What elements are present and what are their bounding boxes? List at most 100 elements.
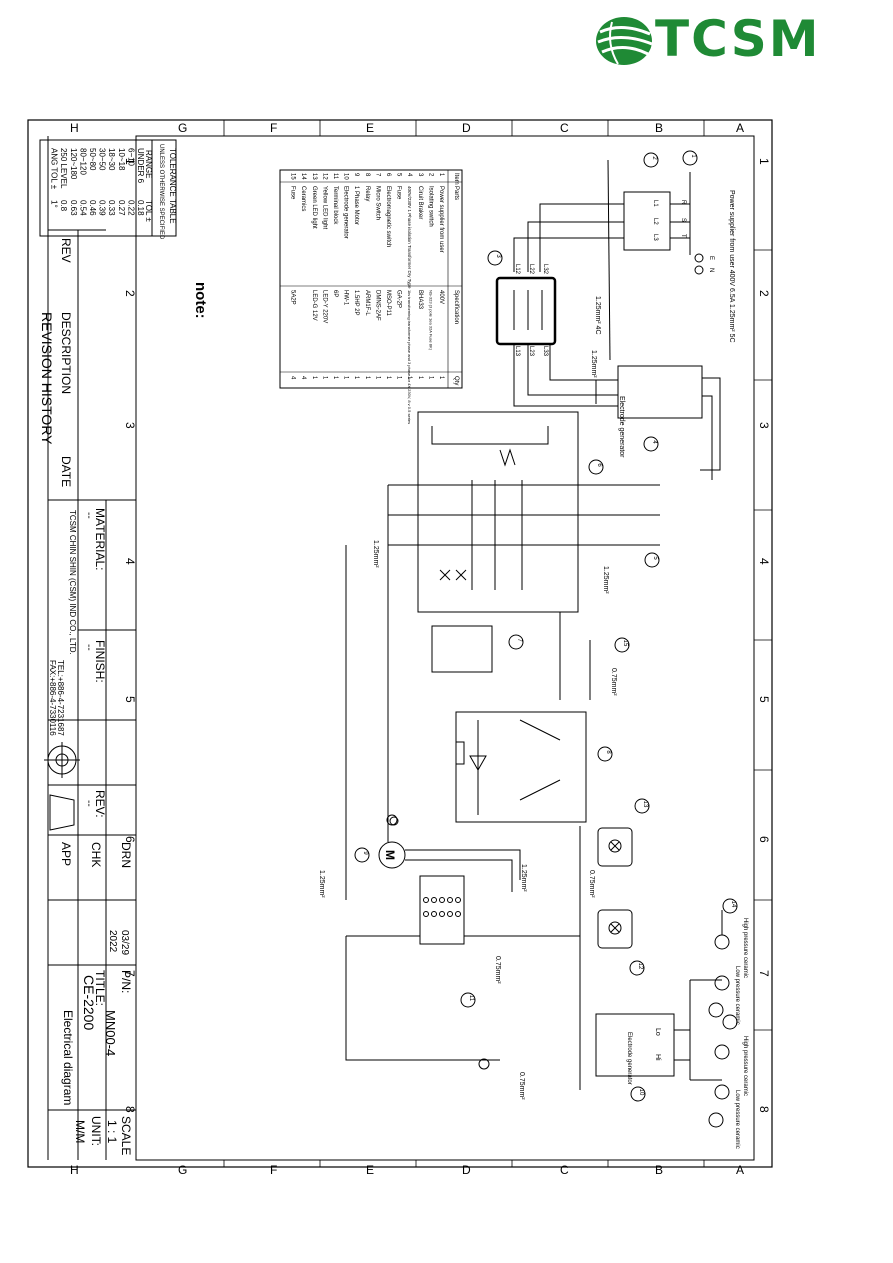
wire-label-4c: 1.25mm² 4C: [594, 296, 601, 335]
pn-label: P/N:: [119, 970, 133, 993]
revision-history-label: REVISION HISTORY: [39, 312, 55, 445]
callout-9: [354, 847, 370, 863]
relay: [455, 711, 587, 823]
zone-number: 6: [757, 836, 771, 843]
company-name: TCSM CHIN SHIN (CSM) IND CO., LTD.: [68, 510, 77, 655]
zone-number: 8: [757, 1106, 771, 1113]
zone-number: 1: [123, 158, 137, 165]
isolator-l2: L2: [652, 218, 658, 225]
zone-letter: D: [462, 121, 471, 135]
parts-cell: 9: [353, 173, 359, 177]
callout-label-9: 9: [362, 851, 368, 855]
parts-cell: 7: [374, 173, 380, 177]
callout-14: [722, 898, 738, 914]
parts-cell: Electrode generator: [343, 186, 349, 239]
zone-number: 7: [123, 970, 137, 977]
zone-number: 3: [757, 422, 771, 429]
isolator-l3: L3: [652, 234, 658, 241]
parts-cell: Ciruit Braker: [417, 186, 423, 219]
parts-cell: 1: [374, 376, 380, 380]
parts-cell: 1: [438, 173, 444, 177]
parts-header: Specification: [453, 290, 459, 324]
callout-label-1: 1: [690, 154, 696, 158]
parts-cell: 5A2P: [290, 290, 296, 305]
parts-cell: 1: [311, 376, 317, 380]
callout-12: [629, 960, 645, 976]
tolerance-range: 80~120: [78, 148, 87, 175]
parts-cell: NS-323 (3 pole 1ea 32A Fuse 8K): [428, 290, 433, 351]
zone-letter: H: [70, 121, 79, 135]
parts-cell: 14: [300, 173, 306, 180]
parts-cell: 8: [364, 173, 370, 177]
tcsm-logo: [596, 17, 653, 65]
parts-cell: ARM1F-L: [364, 290, 370, 316]
callout-label-6: 6: [596, 463, 602, 467]
material-label: MATERIAL:: [93, 508, 107, 570]
parts-cell: DMNS-2AF: [374, 290, 380, 321]
tolerance-value: 0.22: [126, 200, 135, 216]
parts-cell: 4: [300, 376, 306, 380]
parts-cell: 11: [332, 173, 338, 180]
rev-label: REV:: [93, 790, 107, 818]
parts-cell: LED-Y 220V: [321, 290, 327, 323]
callout-5: [644, 552, 660, 568]
drawing-frame: [135, 135, 755, 1161]
parts-cell: 6: [385, 173, 391, 177]
parts-cell: Ceramics: [300, 186, 306, 211]
callout-4: [643, 436, 659, 452]
callout-label-13: 13: [642, 801, 648, 808]
parts-cell: BHA33: [417, 290, 423, 310]
parts-cell: 1: [385, 376, 391, 380]
breaker-in: L12: [514, 264, 520, 275]
parts-cell: 2: [427, 173, 433, 177]
callout-8: [597, 746, 613, 762]
green-led: [597, 827, 633, 867]
parts-cell: 1: [427, 376, 433, 380]
zone-letter: H: [70, 1163, 79, 1177]
projection-symbol-icon: [44, 742, 80, 831]
tolerance-range: 18~30: [107, 148, 116, 171]
zone-letter: B: [655, 1163, 663, 1177]
tolerance-range: ANG TOL ±: [50, 148, 59, 190]
wire-label: 1.25mm²: [318, 870, 325, 898]
zone-numbers-right: 1 2 3 4 5 6 7 8: [757, 158, 771, 1113]
tolerance-value: 0.33: [107, 200, 116, 216]
zone-letter: C: [560, 121, 569, 135]
terminal-s: S: [680, 218, 686, 222]
zone-number: 3: [123, 422, 137, 429]
title-label: TITLE:: [93, 970, 107, 1006]
tolerance-range: 120~180: [69, 148, 78, 180]
parts-cell: Isolating switch: [427, 186, 433, 227]
terminal-r: R: [680, 200, 686, 205]
callout-label-12: 12: [637, 963, 643, 970]
callout-10: [630, 1086, 646, 1102]
zone-number: 7: [757, 970, 771, 977]
drawing-title: CE-2200: [81, 975, 97, 1030]
scale-label: SCALE: [119, 1116, 133, 1155]
zone-letter: B: [655, 121, 663, 135]
parts-cell: 1: [343, 376, 349, 380]
zone-letter: A: [736, 121, 744, 135]
wire-label: 0.75mm²: [610, 668, 617, 696]
breaker-out: L13: [514, 346, 520, 357]
callout-label-5: 5: [652, 556, 658, 560]
company-tel: TEL:+886-4-7231687: [56, 660, 65, 736]
callout-label-14: 14: [730, 901, 736, 908]
parts-cell: Power supplier from user: [438, 186, 444, 253]
callout-15: [614, 637, 630, 653]
tolerance-table: TOLERANCE TABLE UNLESS OTHERWISE SPECIFI…: [39, 139, 177, 240]
micro-switch: [431, 625, 493, 673]
supply-label: Power supplier from user 400V 6.5A 1.25m…: [728, 190, 735, 343]
isolator-l1: L1: [652, 200, 658, 207]
zone-letter: G: [178, 121, 187, 135]
zone-letters-bottom: G F E D C B A H: [70, 1163, 744, 1177]
circuit-breaker: [495, 276, 557, 346]
parts-cell: Fuse: [396, 186, 402, 200]
callout-13: [634, 798, 650, 814]
tolerance-value: 0.54: [78, 200, 87, 216]
globe-icon: [596, 17, 653, 65]
zone-letter: F: [270, 1163, 277, 1177]
parts-cell: 13: [311, 173, 317, 180]
callout-2: [643, 152, 659, 168]
parts-cell: 1: [364, 376, 370, 380]
